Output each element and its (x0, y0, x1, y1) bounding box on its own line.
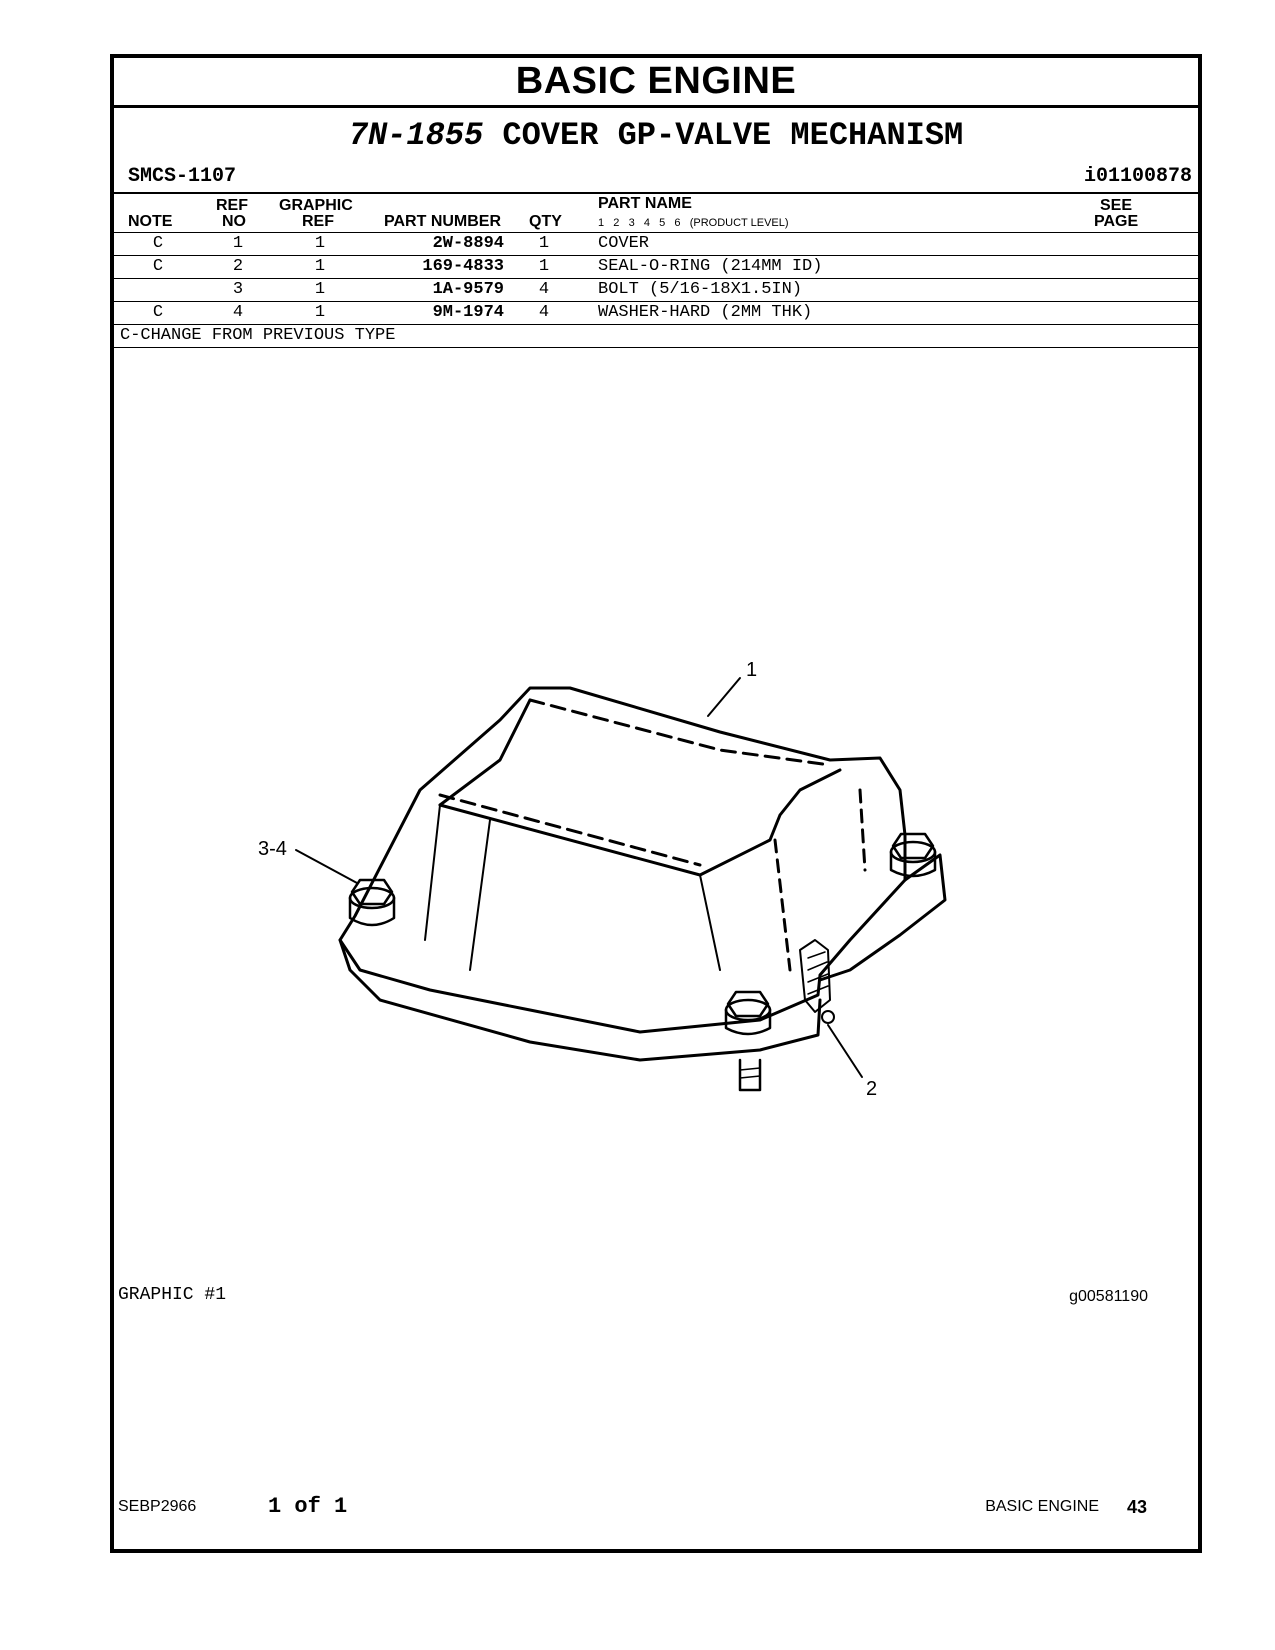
footer-section: BASIC ENGINE (985, 1498, 1099, 1515)
table-row: 3 1 1A-9579 4 BOLT (5/16-18X1.5IN) (114, 279, 1198, 302)
header-page: PAGE (1094, 213, 1139, 230)
cell-note: C (152, 257, 164, 276)
header-part-number: PART NUMBER (384, 213, 502, 230)
seal-hatch (807, 951, 829, 995)
parts-drawing: 1 2 3-4 (258, 659, 947, 1100)
cell-part-number: 1A-9579 (432, 280, 504, 299)
cell-ref-no: 1 (232, 234, 244, 253)
header-graphic-ref: REF (302, 213, 334, 230)
cover-front-ridge (438, 768, 842, 877)
cover-front-lines (424, 804, 721, 971)
cover-dashed-front (438, 793, 702, 867)
table-row: C 2 1 169-4833 1 SEAL-O-RING (214MM ID) (114, 256, 1198, 279)
seal-ring (821, 1010, 835, 1024)
header-part-name: PART NAME (598, 195, 692, 212)
bolt-left (348, 878, 396, 927)
cell-qty: 1 (538, 234, 550, 253)
cell-graphic-ref: 1 (314, 303, 326, 322)
cell-part-number: 2W-8894 (432, 234, 504, 253)
cell-part-name: COVER (598, 234, 650, 253)
header-see: SEE (1100, 197, 1133, 214)
cell-note: C (152, 234, 164, 253)
header-product-levels: 1 2 3 4 5 6 (PRODUCT LEVEL) (598, 217, 789, 229)
graphic-label: GRAPHIC #1 (118, 1285, 227, 1305)
cell-ref-no: 3 (232, 280, 244, 299)
group-title: 7N-1855 COVER GP-VALVE MECHANISM (114, 108, 1198, 162)
cell-graphic-ref: 1 (314, 234, 326, 253)
cover-top-edge (438, 698, 532, 807)
cell-qty: 4 (538, 280, 550, 299)
cell-part-name: BOLT (5/16-18X1.5IN) (598, 280, 803, 299)
header-no: NO (222, 213, 246, 230)
smcs-code: SMCS-1107 (128, 165, 237, 188)
cover-dashed-top (528, 698, 832, 767)
cell-graphic-ref: 1 (314, 257, 326, 276)
cell-ref-no: 2 (232, 257, 244, 276)
bolt-right (889, 832, 937, 878)
leader-1 (707, 677, 741, 717)
header-ref: REF (216, 197, 248, 214)
table-header: NOTE REF NO GRAPHIC REF PART NUMBER QTY … (114, 194, 1198, 233)
group-name: COVER GP-VALVE MECHANISM (502, 117, 964, 154)
table-row: C 4 1 9M-1974 4 WASHER-HARD (2MM THK) (114, 302, 1198, 325)
bolt-front (724, 990, 772, 1036)
codes-bar: SMCS-1107 i01100878 (114, 162, 1198, 194)
cell-part-number: 169-4833 (422, 257, 504, 276)
header-graphic: GRAPHIC (279, 197, 353, 214)
header-note: NOTE (128, 213, 173, 230)
callout-3-4: 3-4 (258, 838, 287, 860)
cover-flange (338, 938, 822, 1062)
cover-dashed-side (773, 788, 867, 972)
section-title: BASIC ENGINE (114, 58, 1198, 108)
callout-1: 1 (746, 659, 757, 681)
seal-cutaway (799, 939, 831, 1013)
footer-page-number: 43 (1126, 1497, 1147, 1517)
group-number: 7N-1855 (348, 117, 484, 154)
footer-document-number: SEBP2966 (118, 1498, 197, 1515)
cell-graphic-ref: 1 (314, 280, 326, 299)
cell-part-name: WASHER-HARD (2MM THK) (598, 303, 813, 322)
footer-page-of: 1 of 1 (268, 1494, 348, 1519)
cell-qty: 4 (538, 303, 550, 322)
cell-qty: 1 (538, 257, 550, 276)
header-qty: QTY (529, 213, 562, 230)
callout-2: 2 (866, 1078, 877, 1100)
leader-2 (827, 1024, 863, 1078)
cell-part-name: SEAL-O-RING (214MM ID) (598, 257, 823, 276)
legend-note: C-CHANGE FROM PREVIOUS TYPE (114, 325, 1198, 348)
cell-ref-no: 4 (232, 303, 244, 322)
cell-part-number: 9M-1974 (432, 303, 504, 322)
illustration-id: i01100878 (1083, 165, 1192, 188)
bolt-stud (738, 1058, 762, 1092)
page-frame: BASIC ENGINE 7N-1855 COVER GP-VALVE MECH… (110, 54, 1202, 1553)
cell-note: C (152, 303, 164, 322)
table-row: C 1 1 2W-8894 1 COVER (114, 233, 1198, 256)
leader-3-4 (295, 849, 358, 884)
graphic-id: g00581190 (1069, 1288, 1148, 1305)
